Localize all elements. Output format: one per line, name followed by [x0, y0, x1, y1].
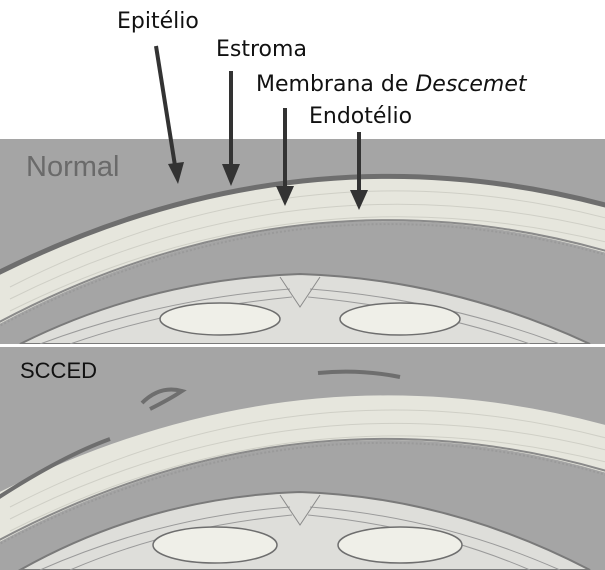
stroma-arrowhead: [222, 164, 240, 186]
descemet-membrane-arrowhead: [276, 186, 294, 206]
epithelium-arrowhead: [168, 162, 184, 184]
epithelium-arrow: [156, 46, 176, 172]
endothelium-arrowhead: [350, 190, 368, 210]
